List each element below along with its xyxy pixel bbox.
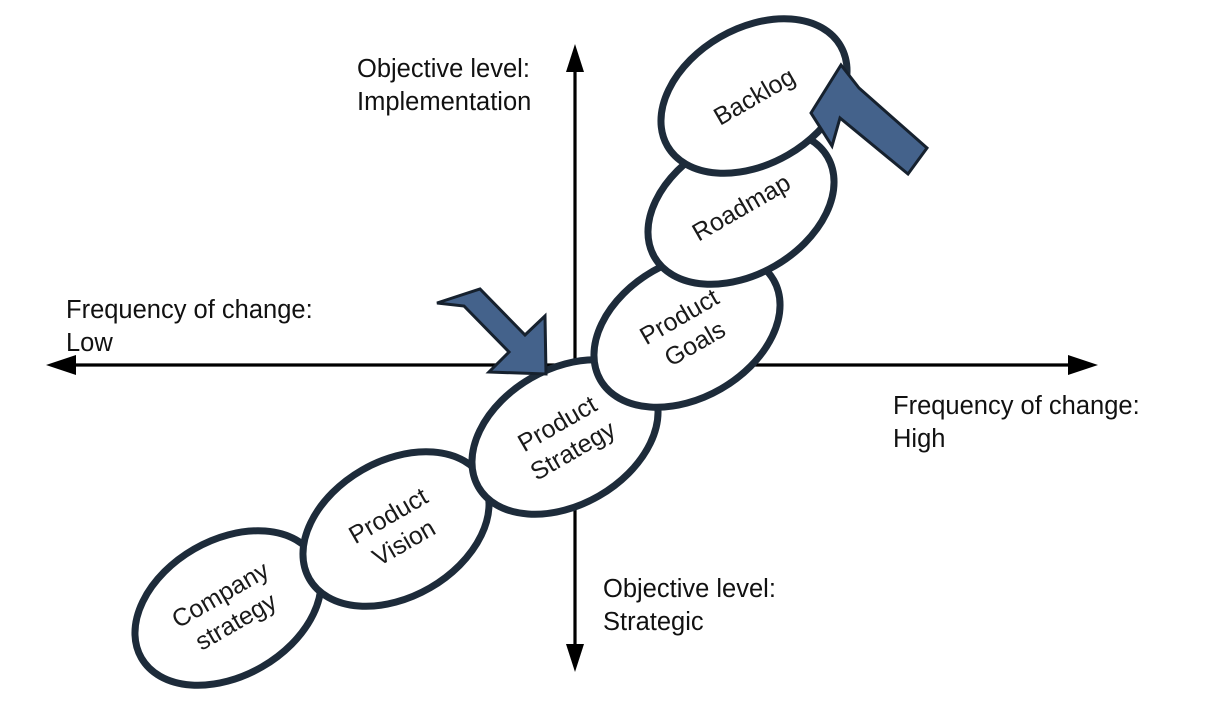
axis-arrowhead-right-icon	[1068, 355, 1098, 375]
axis-label-top-line1: Objective level:	[357, 55, 530, 83]
node-company-strategy[interactable]: Company strategy	[107, 499, 348, 703]
axis-label-bottom: Objective level: Strategic	[603, 575, 776, 636]
axis-arrowhead-left-icon	[46, 355, 76, 375]
callout-arrow-to-product-strategy	[436, 287, 548, 376]
axis-label-left-line2: Low	[66, 329, 113, 357]
node-product-vision[interactable]: Product Vision	[275, 420, 516, 638]
callout-arrow-icon	[809, 62, 930, 177]
node-product-goals[interactable]: Product Goals	[566, 221, 807, 439]
axis-label-bottom-line1: Objective level:	[603, 575, 776, 603]
callout-arrow-icon	[436, 287, 548, 376]
axis-label-right-line1: Frequency of change:	[893, 392, 1140, 420]
axis-label-top: Objective level: Implementation	[357, 55, 531, 116]
axis-arrowhead-down-icon	[566, 644, 584, 672]
node-backlog[interactable]: Backlog	[633, 0, 874, 205]
axis-label-left-line1: Frequency of change:	[66, 296, 313, 324]
node-ellipse[interactable]	[566, 221, 807, 439]
axis-label-right-line2: High	[893, 425, 945, 453]
node-roadmap[interactable]: Roadmap	[620, 98, 861, 316]
axis-label-left: Frequency of change: Low	[66, 296, 313, 357]
node-chain: Company strategy Product Vision Product …	[107, 0, 874, 703]
axis-label-top-line2: Implementation	[357, 88, 531, 116]
axis-label-bottom-line2: Strategic	[603, 608, 704, 636]
axis-arrowhead-up-icon	[566, 44, 584, 72]
callout-arrow-to-backlog	[809, 62, 930, 177]
node-ellipse[interactable]	[633, 0, 874, 205]
axis-label-right: Frequency of change: High	[893, 392, 1140, 453]
